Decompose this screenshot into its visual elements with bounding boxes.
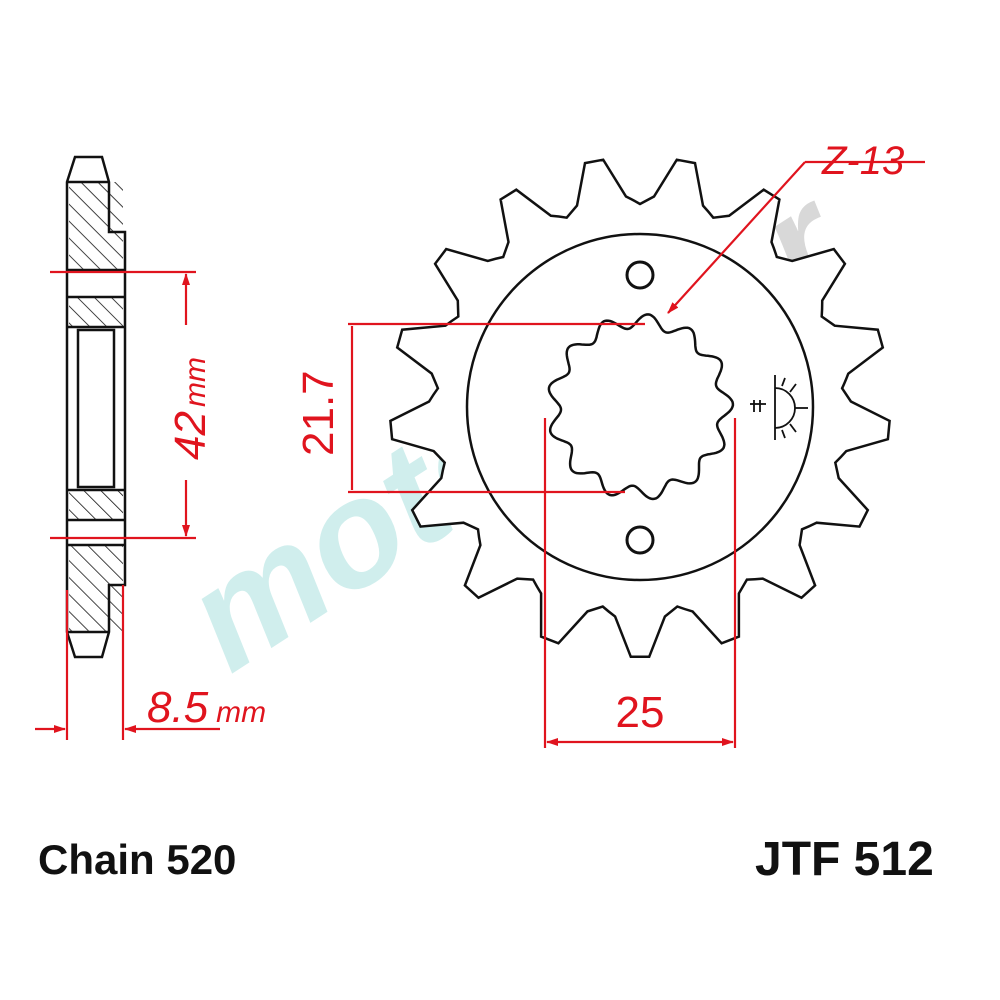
hub-circle bbox=[465, 232, 815, 582]
part-number-label: JTF 512 bbox=[755, 833, 934, 886]
spline-bore bbox=[547, 313, 735, 501]
mounting-hole-bottom bbox=[625, 525, 655, 555]
spline-width-label: 25 bbox=[616, 688, 665, 737]
spline-diameter-dimension bbox=[348, 322, 645, 494]
hub-diameter-label: 42mm bbox=[166, 357, 215, 460]
spline-teeth-leader bbox=[667, 160, 925, 314]
thickness-dimension bbox=[35, 585, 220, 740]
hub-diameter-dimension bbox=[50, 270, 196, 540]
chain-label: Chain 520 bbox=[38, 836, 237, 883]
spline-teeth-label: Z-13 bbox=[821, 139, 904, 183]
side-view-profile bbox=[65, 155, 127, 659]
spline-diameter-label: 21.7 bbox=[294, 370, 343, 456]
direction-symbol-icon bbox=[750, 375, 808, 440]
mounting-hole-top bbox=[625, 260, 655, 290]
spline-width-dimension bbox=[543, 418, 737, 748]
